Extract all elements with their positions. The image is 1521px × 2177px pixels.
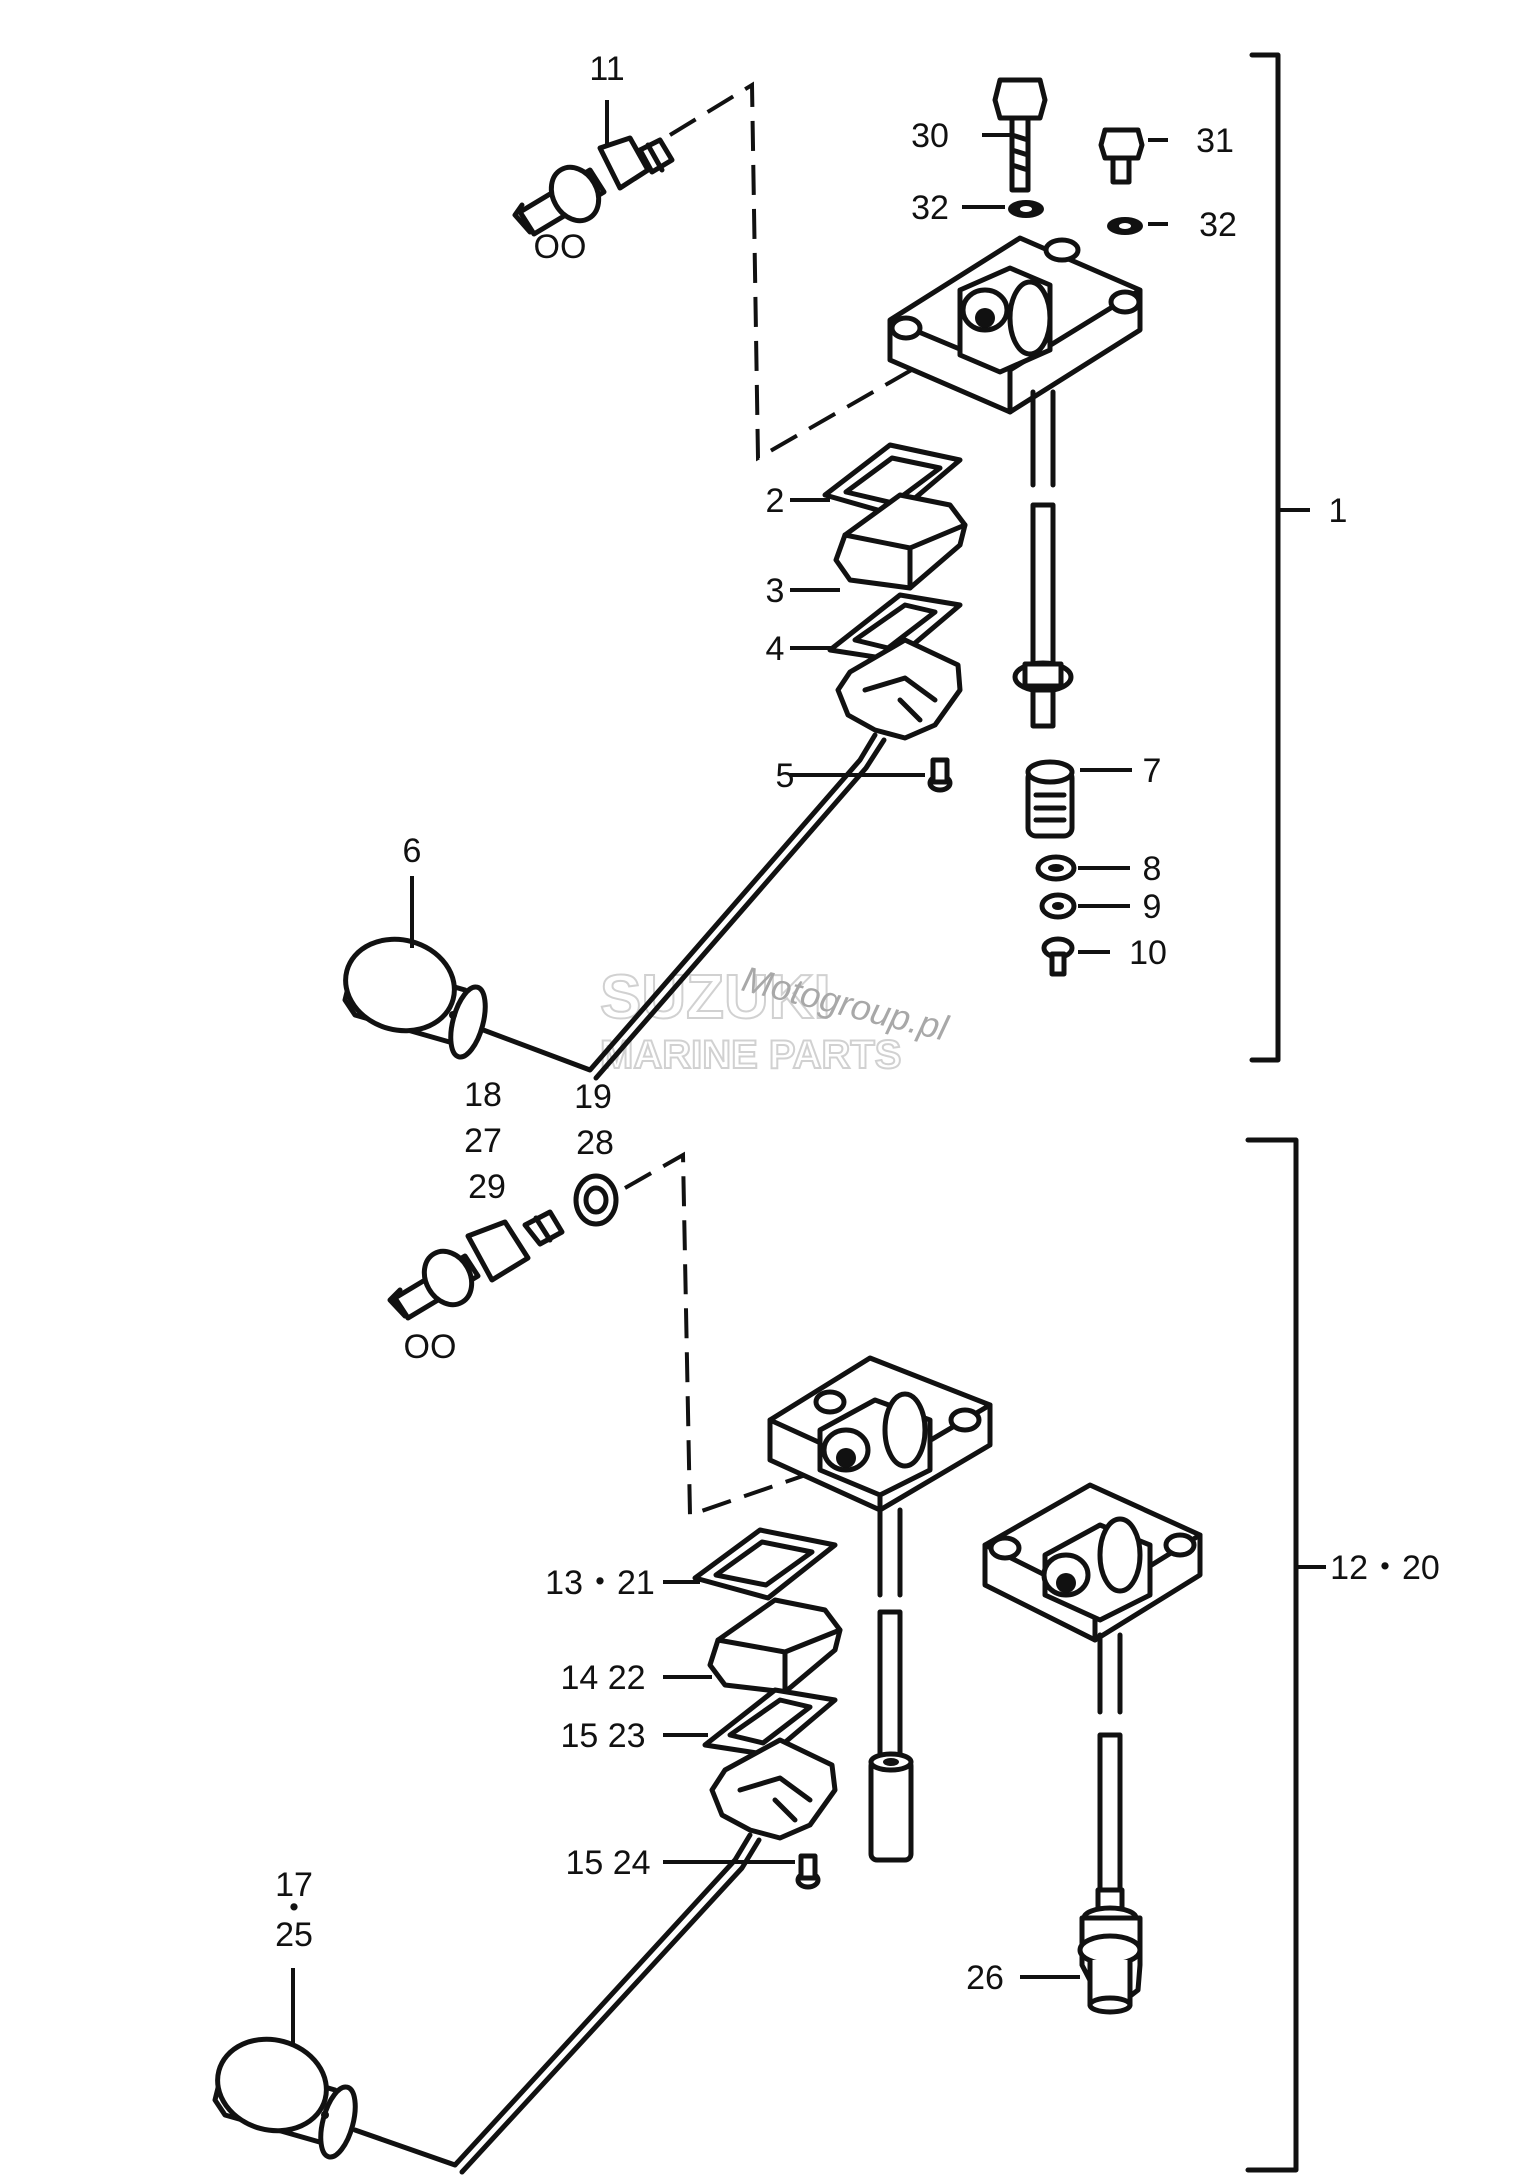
label-25: 25 bbox=[275, 1916, 313, 1954]
part-10-screw bbox=[1041, 936, 1075, 977]
label-3: 3 bbox=[766, 572, 785, 610]
watermark-brand: SUZUKI bbox=[600, 963, 831, 1032]
part-18-27-29-fitting bbox=[387, 1209, 565, 1321]
label-oo-bottom: OO bbox=[404, 1328, 457, 1366]
label-4: 4 bbox=[766, 630, 785, 668]
part-2-gasket bbox=[822, 442, 963, 518]
part-3-cover bbox=[833, 492, 968, 591]
label-12-20: 12・20 bbox=[1330, 1549, 1440, 1587]
label-32-right: 32 bbox=[1199, 206, 1237, 244]
part-14-22-cover bbox=[707, 1597, 843, 1695]
upper-rod bbox=[1012, 389, 1074, 729]
watermark: SUZUKI MARINE PARTS Motogroup.pl bbox=[599, 958, 953, 1078]
label-9: 9 bbox=[1143, 888, 1162, 926]
label-19: 19 bbox=[574, 1078, 612, 1116]
lower-rod-right bbox=[1097, 1632, 1123, 1893]
part-15-23-gasket bbox=[702, 1687, 838, 1758]
part-7-sleeve bbox=[1025, 759, 1075, 839]
label-26: 26 bbox=[966, 1959, 1004, 1997]
label-11: 11 bbox=[589, 50, 624, 88]
label-8: 8 bbox=[1143, 850, 1162, 888]
label-29: 29 bbox=[468, 1168, 506, 1206]
lower-cover-body-right bbox=[982, 1482, 1203, 1643]
label-5: 5 bbox=[776, 757, 795, 795]
label-14-22: 14 22 bbox=[560, 1659, 645, 1697]
label-27: 27 bbox=[464, 1122, 502, 1160]
label-2: 2 bbox=[766, 482, 785, 520]
callout-labels: 11 OO 30 31 32 32 1 2 3 4 5 6 7 8 9 10 1… bbox=[275, 50, 1440, 1997]
leader-lines bbox=[291, 100, 1168, 2045]
label-15-23: 15 23 bbox=[560, 1717, 645, 1755]
bracket-group-1 bbox=[1249, 52, 1310, 1063]
label-13-21: 13・21 bbox=[545, 1564, 655, 1602]
label-18: 18 bbox=[464, 1076, 502, 1114]
label-17: 17 bbox=[275, 1866, 313, 1904]
label-6: 6 bbox=[403, 832, 422, 870]
label-28: 28 bbox=[576, 1124, 614, 1162]
label-10: 10 bbox=[1129, 934, 1167, 972]
dashed-connector-upper bbox=[668, 81, 991, 462]
lower-cover-body-left bbox=[767, 1355, 993, 1513]
part-5-screw bbox=[927, 757, 953, 793]
part-26-sensor bbox=[1077, 1887, 1143, 2015]
dashed-connector-lower bbox=[624, 1151, 821, 1518]
upper-float-bracket bbox=[835, 637, 963, 741]
watermark-sub: MARINE PARTS bbox=[600, 1033, 901, 1077]
part-31-bolt bbox=[1098, 127, 1145, 185]
label-oo-top: OO bbox=[534, 228, 587, 266]
bracket-group-12-20 bbox=[1245, 1137, 1326, 2173]
lower-float-bracket bbox=[709, 1737, 838, 1841]
lower-float-arm bbox=[352, 1832, 753, 2168]
label-17-dot: ・ bbox=[277, 1890, 311, 1928]
part-15-24-screw bbox=[795, 1853, 821, 1890]
part-11-fitting bbox=[512, 135, 675, 237]
lower-rod-left bbox=[868, 1507, 914, 1863]
label-15-24: 15 24 bbox=[565, 1844, 650, 1882]
part-30-bolt bbox=[992, 77, 1048, 193]
label-7: 7 bbox=[1143, 752, 1162, 790]
label-1: 1 bbox=[1329, 492, 1348, 530]
upper-float-arm bbox=[475, 732, 878, 1073]
label-31: 31 bbox=[1196, 122, 1234, 160]
upper-cover-body bbox=[887, 235, 1143, 415]
label-30: 30 bbox=[911, 117, 949, 155]
part-13-21-gasket bbox=[692, 1527, 838, 1601]
label-32-left: 32 bbox=[911, 189, 949, 227]
part-6-float bbox=[342, 936, 488, 1060]
part-17-25-float bbox=[212, 2036, 358, 2160]
